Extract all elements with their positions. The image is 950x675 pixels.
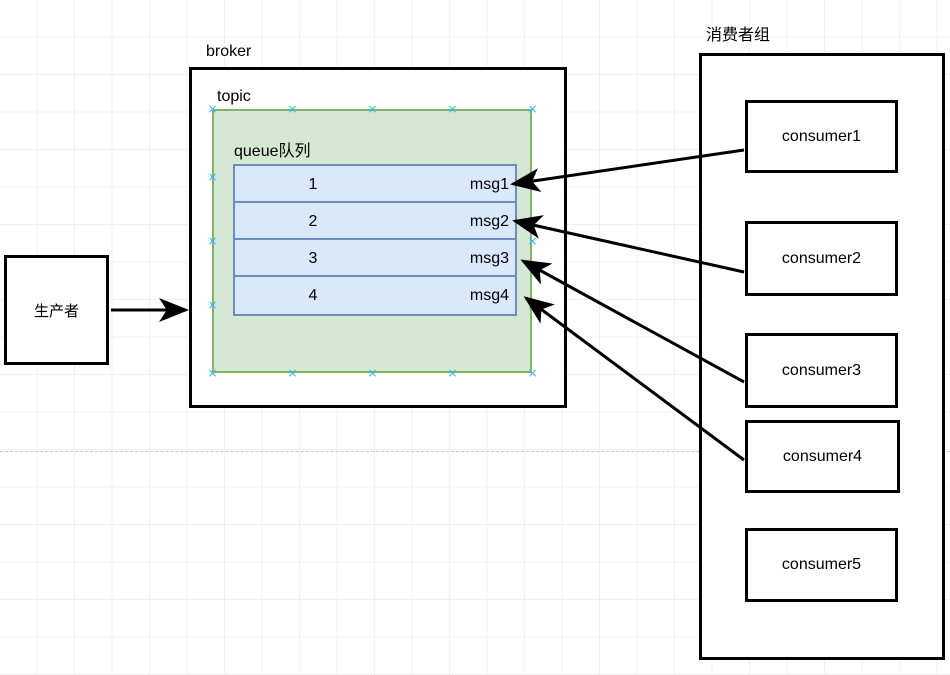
consumer-box-5[interactable]: consumer5 bbox=[745, 528, 898, 602]
queue-row-message: msg2 bbox=[469, 213, 509, 230]
page-break-line bbox=[0, 451, 950, 452]
queue-row-index: 1 bbox=[308, 176, 318, 193]
consumer-box-3[interactable]: consumer3 bbox=[745, 333, 898, 408]
handle-bottom-center[interactable] bbox=[368, 369, 377, 378]
consumer-label: consumer3 bbox=[781, 361, 862, 379]
producer-box[interactable]: 生产者 bbox=[4, 255, 109, 365]
queue-table[interactable]: 1 msg1 2 msg2 3 msg3 4 msg4 bbox=[233, 164, 517, 316]
handle-top-b[interactable] bbox=[448, 105, 457, 114]
handle-top-right[interactable] bbox=[528, 105, 537, 114]
queue-row-index: 4 bbox=[308, 287, 318, 304]
consumer-label: consumer1 bbox=[781, 127, 862, 145]
consumer-label: consumer2 bbox=[781, 249, 862, 267]
handle-top-left[interactable] bbox=[208, 105, 217, 114]
queue-row[interactable]: 3 msg3 bbox=[235, 240, 515, 277]
handle-bottom-a[interactable] bbox=[288, 369, 297, 378]
queue-row-index: 3 bbox=[308, 250, 318, 267]
handle-bottom-right[interactable] bbox=[528, 369, 537, 378]
consumer-label: consumer4 bbox=[782, 447, 863, 465]
handle-bottom-left[interactable] bbox=[208, 369, 217, 378]
handle-low-right[interactable] bbox=[528, 301, 537, 310]
queue-row[interactable]: 2 msg2 bbox=[235, 203, 515, 240]
consumer-label: consumer5 bbox=[781, 556, 862, 573]
producer-label: 生产者 bbox=[33, 302, 79, 320]
broker-label: broker bbox=[206, 43, 252, 60]
consumer-box-2[interactable]: consumer2 bbox=[745, 221, 898, 296]
handle-mid-right[interactable] bbox=[528, 173, 537, 182]
handle-mid-right-2[interactable] bbox=[528, 237, 537, 246]
queue-label: queue队列 bbox=[234, 143, 311, 160]
queue-row[interactable]: 4 msg4 bbox=[235, 277, 515, 314]
consumer-box-1[interactable]: consumer1 bbox=[745, 100, 898, 173]
handle-top-a[interactable] bbox=[288, 105, 297, 114]
queue-row[interactable]: 1 msg1 bbox=[235, 166, 515, 203]
handle-bottom-b[interactable] bbox=[448, 369, 457, 378]
queue-row-message: msg3 bbox=[469, 250, 509, 267]
queue-row-index: 2 bbox=[308, 213, 318, 230]
consumer-group-label: 消费者组 bbox=[706, 27, 771, 44]
queue-row-message: msg1 bbox=[469, 176, 509, 193]
consumer-box-4[interactable]: consumer4 bbox=[745, 420, 900, 493]
queue-row-message: msg4 bbox=[469, 287, 509, 304]
topic-label: topic bbox=[217, 88, 251, 105]
handle-top-center[interactable] bbox=[368, 105, 377, 114]
